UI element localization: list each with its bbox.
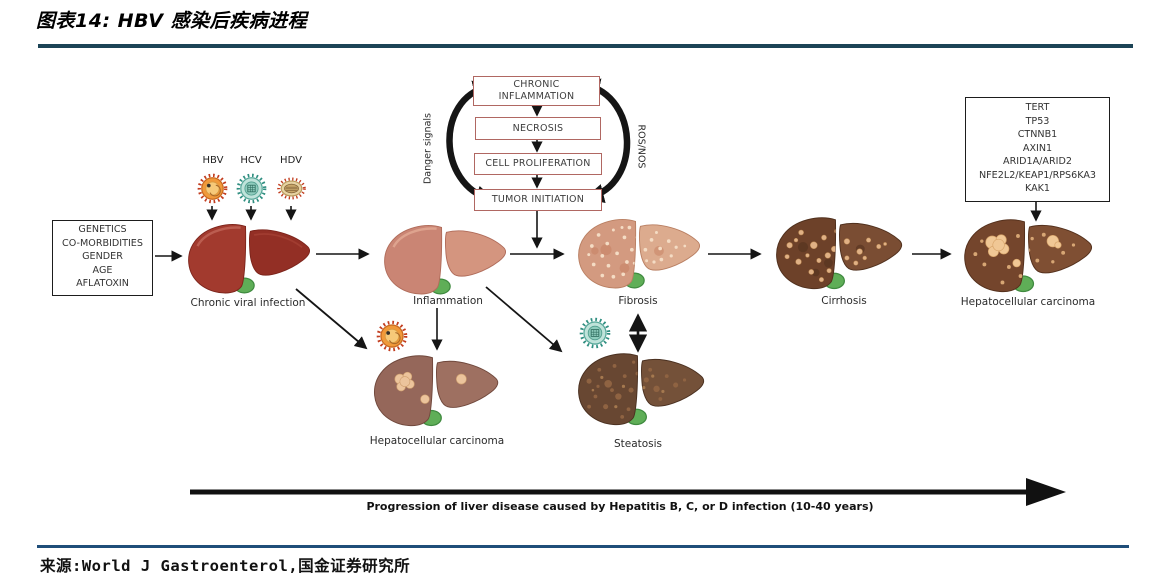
hdv-label: HDV [280, 155, 302, 166]
cycle-box-chronic-inflammation: CHRONIC INFLAMMATION [473, 76, 600, 106]
timeline-caption: Progression of liver disease caused by H… [366, 500, 874, 513]
stage-label-steatosis: Steatosis [613, 438, 663, 450]
figure-title: 图表14: HBV 感染后疾病进程 [36, 10, 308, 32]
risk-factors-box: GENETICS CO-MORBIDITIES GENDER AGE AFLAT… [52, 220, 153, 296]
liver-hepatocellular-carcinoma-lower [366, 350, 504, 432]
stage-label-cirrhosis: Cirrhosis [821, 295, 867, 307]
stage-label-hcc-lower: Hepatocellular carcinoma [369, 435, 505, 447]
hcv-label: HCV [240, 155, 262, 166]
hcv-virus-icon [236, 173, 267, 204]
cycle-box-tumor-initiation: TUMOR INITIATION [474, 189, 602, 211]
liver-fibrosis [570, 214, 706, 294]
hbv-virus-icon [197, 173, 228, 204]
stage-label-hcc: Hepatocellular carcinoma [960, 296, 1096, 308]
liver-cirrhosis [768, 212, 908, 295]
title-underline-rule [38, 44, 1133, 48]
liver-hepatocellular-carcinoma [956, 214, 1098, 298]
liver-chronic-viral-infection [180, 219, 316, 299]
liver-inflammation [376, 220, 512, 300]
cycle-left-label: Danger signals [422, 113, 434, 185]
hcv-virus-icon-lower [579, 317, 611, 349]
hbv-virus-icon-lower [376, 320, 408, 352]
stage-label-fibrosis: Fibrosis [618, 295, 658, 307]
footer-rule [37, 545, 1129, 548]
gene-mutation-box: TERT TP53 CTNNB1 AXIN1 ARID1A/ARID2 NFE2… [965, 97, 1110, 202]
cycle-box-necrosis: NECROSIS [475, 117, 601, 140]
hdv-virus-icon [277, 177, 306, 200]
hbv-label: HBV [202, 155, 224, 166]
source-line: 来源:World J Gastroenterol,国金证券研究所 [40, 557, 411, 575]
stage-label-inflammation: Inflammation [413, 295, 483, 307]
stage-label-chronic-viral-infection: Chronic viral infection [190, 297, 306, 309]
cycle-right-label: ROS/NOS [635, 124, 647, 169]
liver-steatosis [570, 348, 710, 431]
cycle-box-cell-proliferation: CELL PROLIFERATION [474, 153, 602, 175]
